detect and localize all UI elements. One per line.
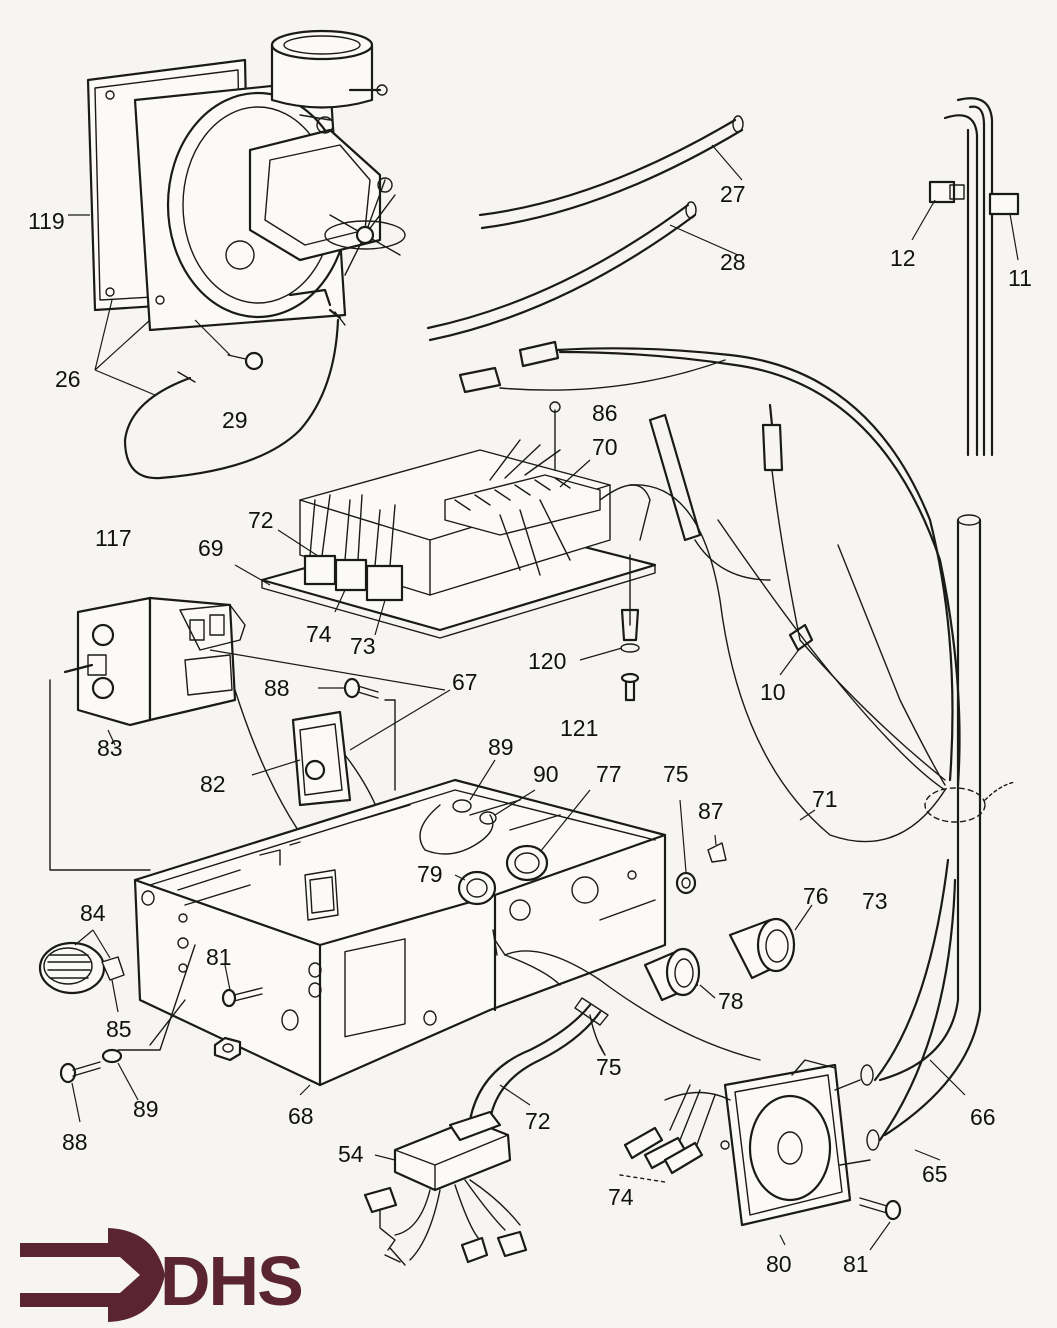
callout-72-bottom: 72: [525, 1108, 551, 1134]
callout-68: 68: [288, 1103, 314, 1129]
callout-83: 83: [97, 735, 123, 761]
pressure-switch-80: [664, 1059, 871, 1246]
thermostat-83: [49, 596, 446, 871]
fan-assembly: [86, 29, 406, 332]
callout-88-bottom: 88: [62, 1129, 88, 1155]
probe-assembly: [911, 97, 1020, 457]
callout-74-top: 74: [306, 621, 332, 647]
vertical-tube: [860, 514, 982, 1161]
callout-73-right: 73: [862, 888, 888, 914]
callout-80: 80: [766, 1251, 792, 1277]
callout-82: 82: [200, 771, 226, 797]
grommet-screw: [579, 554, 640, 702]
pcb-assembly: [234, 401, 657, 639]
plug-87: [707, 834, 727, 863]
callout-67: 67: [452, 669, 478, 695]
nut-68: [213, 1036, 242, 1062]
callout-88-top: 88: [264, 675, 290, 701]
callout-121: 121: [560, 715, 598, 741]
callout-73-top: 73: [350, 633, 376, 659]
callout-labels: 119 26 29 117 27 28 12 11 86 70 72 69 74…: [28, 181, 1032, 1277]
callout-76: 76: [803, 883, 829, 909]
callout-78: 78: [718, 988, 744, 1014]
callout-69: 69: [198, 535, 224, 561]
screw-29: [194, 319, 264, 371]
callout-27: 27: [720, 181, 746, 207]
callout-84: 84: [80, 900, 106, 926]
tube-27: [478, 115, 744, 230]
earth-wire-117: [123, 311, 346, 480]
harness-72: [468, 997, 609, 1122]
callout-87: 87: [698, 798, 724, 824]
callout-75-bottom: 75: [596, 1054, 622, 1080]
callout-10: 10: [760, 679, 786, 705]
logo-arrow-mark: [20, 1228, 165, 1322]
callout-90: 90: [533, 761, 559, 787]
knob-84: [38, 929, 125, 1013]
dhs-logo: DHS: [20, 1228, 304, 1322]
callout-77: 77: [596, 761, 622, 787]
callout-12: 12: [890, 245, 916, 271]
wire-90: [419, 759, 536, 855]
callout-79: 79: [417, 861, 443, 887]
callout-89-top: 89: [488, 734, 514, 760]
callout-54: 54: [338, 1141, 364, 1167]
callout-81-left: 81: [206, 944, 232, 970]
screw-88-upper: [318, 677, 396, 791]
callout-66: 66: [970, 1104, 996, 1130]
callout-85: 85: [106, 1016, 132, 1042]
grommet-79: [454, 870, 497, 906]
callout-117: 117: [95, 525, 132, 551]
callout-65: 65: [922, 1161, 948, 1187]
callout-11: 11: [1008, 265, 1032, 291]
callout-119: 119: [28, 208, 65, 234]
callout-70: 70: [592, 434, 618, 460]
connector-54: [363, 1110, 528, 1266]
wiring-harness: [458, 340, 1016, 843]
callout-89-bottom: 89: [133, 1096, 159, 1122]
screw-81-left: [221, 964, 263, 1008]
grommet-77: [505, 789, 591, 882]
wires-74: [619, 1084, 716, 1183]
callout-86: 86: [592, 400, 618, 426]
callout-28: 28: [720, 249, 746, 275]
callout-75-top: 75: [663, 761, 689, 787]
callout-29: 29: [222, 407, 248, 433]
callout-74-bottom: 74: [608, 1184, 634, 1210]
callout-71: 71: [812, 786, 838, 812]
gland-78: [643, 947, 716, 1002]
callout-81-right: 81: [843, 1251, 869, 1277]
callout-120: 120: [528, 648, 566, 674]
callout-26: 26: [55, 366, 81, 392]
tube-28: [426, 201, 739, 342]
screw-81-right: [859, 1197, 902, 1251]
fitting-75-upper: [675, 799, 697, 895]
screw-88-lower: [59, 944, 196, 1123]
switch-82: [234, 689, 451, 906]
gland-76: [728, 904, 813, 980]
logo-wordmark: DHS: [160, 1242, 302, 1320]
callout-72-top: 72: [248, 507, 274, 533]
